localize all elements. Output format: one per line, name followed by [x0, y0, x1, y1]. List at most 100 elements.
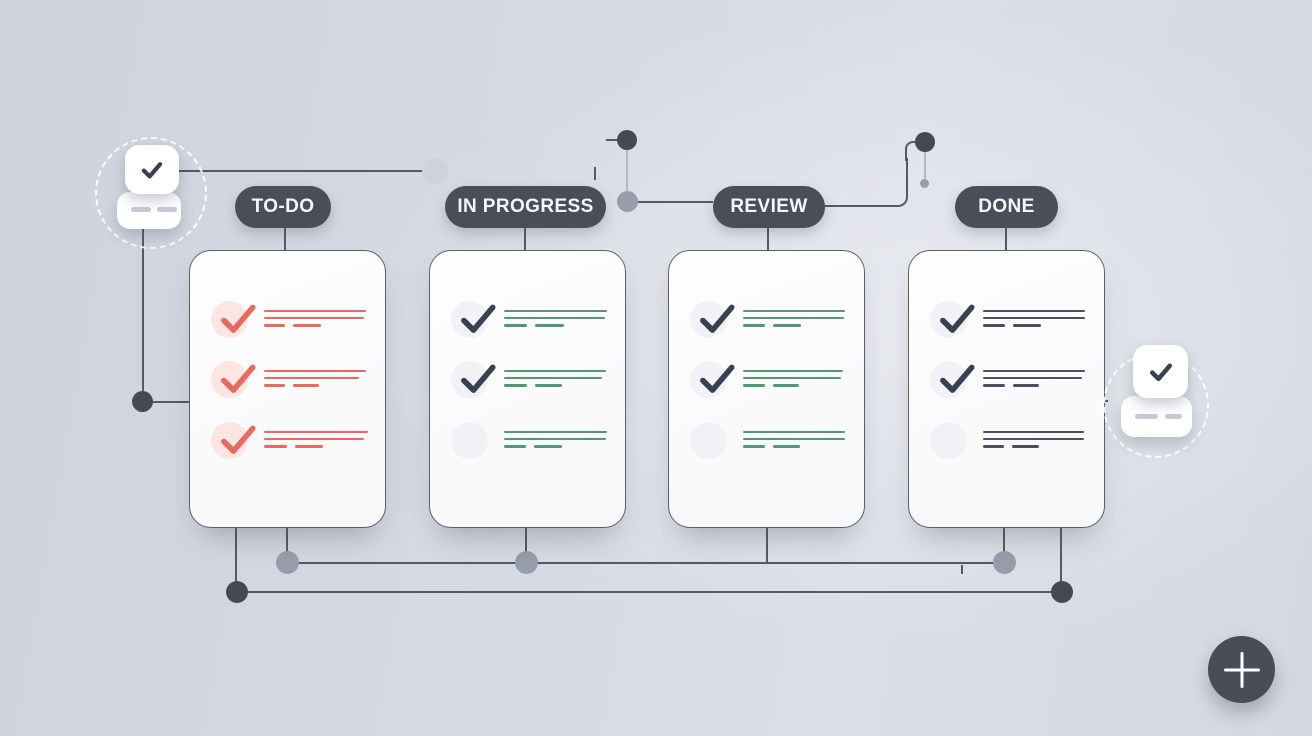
stem-in-progress	[524, 228, 526, 251]
checklist-item	[930, 361, 1085, 398]
connector-topleft-horizontal	[178, 170, 424, 172]
connector-vertical-light	[924, 152, 926, 179]
checkmark-icon	[221, 364, 256, 393]
checklist-item	[211, 422, 368, 459]
text-dash	[157, 207, 177, 212]
checkmark-icon	[221, 304, 256, 333]
task-text-lines	[743, 361, 843, 398]
task-text-lines	[743, 422, 845, 459]
connector-node-faint	[422, 158, 448, 184]
column-card-todo	[189, 250, 386, 528]
checklist-item	[451, 301, 607, 338]
connector-to-review	[637, 201, 713, 203]
drop-line	[525, 528, 527, 564]
checkmark-icon	[700, 364, 735, 393]
connector-elbow-top	[905, 141, 920, 161]
stem-done	[1005, 228, 1007, 251]
task-text-lines	[983, 422, 1084, 459]
checklist-card-icon	[117, 192, 181, 229]
checklist-item	[930, 301, 1085, 338]
column-pill-done[interactable]: DONE	[955, 186, 1058, 228]
connector-left-horizontal	[153, 401, 190, 403]
checkmark-badge	[1133, 345, 1188, 398]
rail-node-gray	[993, 551, 1016, 574]
bottom-rail-upper	[288, 562, 1005, 564]
text-dash	[131, 207, 151, 212]
checked-checkbox[interactable]	[451, 361, 496, 398]
checkmark-icon	[461, 364, 496, 393]
checklist-item	[211, 361, 366, 398]
checklist-item	[451, 422, 607, 459]
task-text-lines	[504, 422, 607, 459]
connector-node-dark	[915, 132, 935, 152]
checklist-item	[211, 301, 366, 338]
checkmark-icon	[940, 304, 975, 333]
column-card-in-progress	[429, 250, 626, 528]
column-pill-review[interactable]: REVIEW	[713, 186, 825, 228]
connector-node-tiny	[920, 179, 929, 188]
checked-checkbox[interactable]	[451, 301, 496, 338]
checked-checkbox[interactable]	[211, 422, 256, 459]
task-text-lines	[743, 301, 845, 338]
checkmark-icon	[1149, 363, 1172, 381]
column-label: IN PROGRESS	[457, 196, 594, 217]
column-card-done	[908, 250, 1105, 528]
drop-line	[1003, 528, 1005, 564]
checklist-item	[690, 301, 845, 338]
task-text-lines	[504, 301, 607, 338]
checked-checkbox[interactable]	[690, 361, 735, 398]
checkmark-icon	[221, 425, 256, 454]
rail-node-dark	[1051, 581, 1073, 603]
connector-elbow-bottom	[825, 158, 908, 207]
checked-checkbox[interactable]	[211, 301, 256, 338]
dashed-circle-decoration	[95, 137, 207, 249]
rail-node-gray	[276, 551, 299, 574]
column-label: REVIEW	[730, 196, 808, 217]
checklist-card-icon	[1121, 396, 1192, 437]
tick-mark	[961, 565, 963, 574]
rail-node-gray	[515, 551, 538, 574]
checkmark-icon	[700, 304, 735, 333]
connector-left-vertical	[142, 228, 144, 395]
task-text-lines	[983, 361, 1085, 398]
rail-node-dark	[226, 581, 248, 603]
connector-node-gray	[617, 191, 638, 212]
checked-checkbox[interactable]	[211, 361, 256, 398]
text-dash	[1135, 414, 1158, 419]
task-text-lines	[264, 422, 368, 459]
checklist-item	[690, 361, 843, 398]
checkmark-icon	[940, 364, 975, 393]
stem-todo	[284, 228, 286, 251]
checked-checkbox[interactable]	[690, 301, 735, 338]
plus-icon	[1240, 651, 1243, 688]
tick-mark	[594, 167, 596, 180]
empty-checkbox[interactable]	[451, 422, 488, 459]
drop-line	[235, 528, 237, 586]
column-label: DONE	[978, 196, 1035, 217]
checked-checkbox[interactable]	[930, 361, 975, 398]
checklist-item	[451, 361, 606, 398]
bottom-rail-lower	[237, 591, 1062, 593]
column-pill-in-progress[interactable]: IN PROGRESS	[445, 186, 606, 228]
task-text-lines	[264, 361, 366, 398]
column-label: TO-DO	[251, 196, 315, 217]
empty-checkbox[interactable]	[930, 422, 967, 459]
drop-line	[766, 528, 768, 564]
drop-line	[286, 528, 288, 564]
add-task-button[interactable]	[1208, 636, 1275, 703]
checked-checkbox[interactable]	[930, 301, 975, 338]
column-card-review	[668, 250, 865, 528]
stem-review	[767, 228, 769, 251]
connector-node-dark	[617, 130, 637, 150]
checklist-item	[930, 422, 1084, 459]
connector-vertical-light	[626, 150, 628, 196]
task-text-lines	[264, 301, 366, 338]
text-dash	[1165, 414, 1182, 419]
drop-line	[1060, 528, 1062, 586]
column-pill-todo[interactable]: TO-DO	[235, 186, 331, 228]
checkmark-badge	[125, 145, 179, 194]
connector-stub	[606, 139, 619, 141]
checkmark-icon	[141, 161, 163, 179]
empty-checkbox[interactable]	[690, 422, 727, 459]
